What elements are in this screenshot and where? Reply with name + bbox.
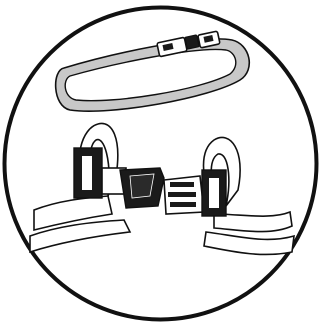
- right-strap-tail-2: [203, 231, 295, 256]
- right-buckle: [163, 169, 227, 217]
- closed-buckle: [156, 30, 221, 58]
- closed-strap: [54, 30, 251, 112]
- buckle-left-slot: [162, 43, 174, 51]
- left-buckle-slot: [82, 156, 92, 190]
- right-buckle-slot: [209, 178, 219, 208]
- right-strap-tail: [213, 210, 293, 233]
- right-buckle-teeth-2: [168, 192, 196, 197]
- left-buckle: [73, 147, 165, 209]
- right-buckle-teeth-3: [170, 202, 196, 207]
- right-buckle-teeth-1: [170, 182, 194, 187]
- left-strap-tail: [33, 195, 113, 232]
- left-strap-tail-2: [29, 219, 132, 254]
- buckle-mid-part: [184, 34, 200, 50]
- left-buckle-tongue-highlight: [129, 173, 155, 199]
- buckle-right-slot: [203, 35, 214, 43]
